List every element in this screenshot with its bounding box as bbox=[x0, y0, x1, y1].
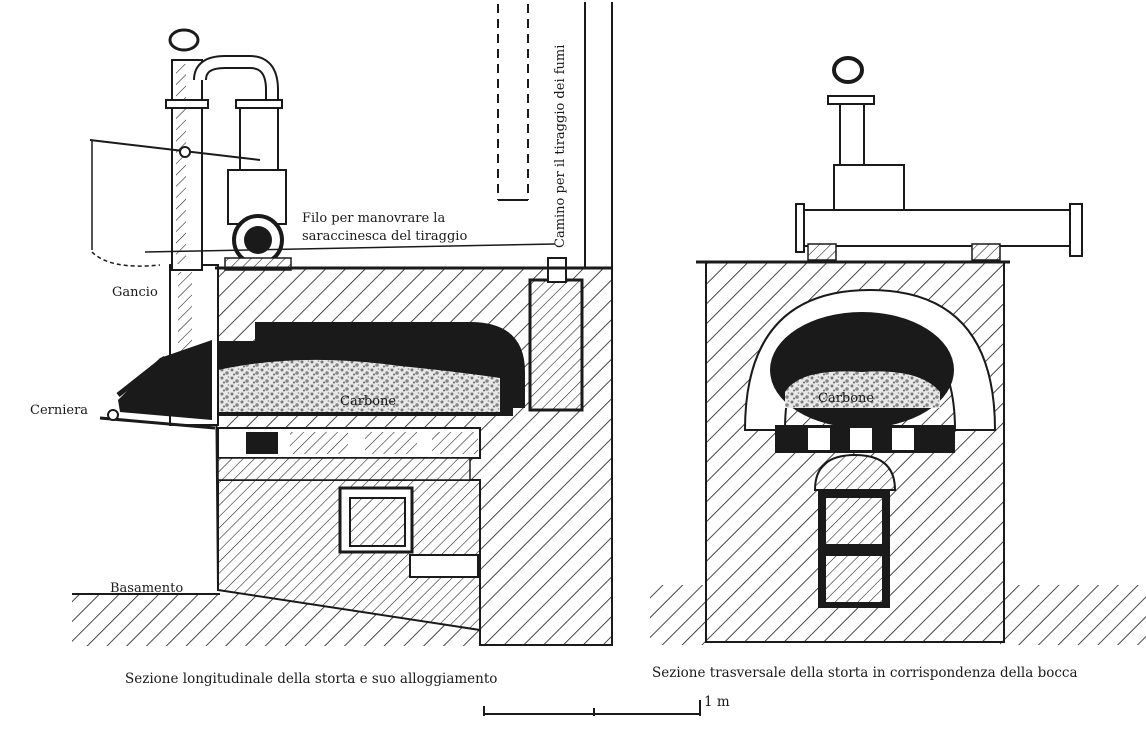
door bbox=[118, 340, 212, 420]
coal-charge-right bbox=[785, 371, 940, 408]
label-basamento: Basamento bbox=[110, 581, 183, 596]
retort-oval bbox=[770, 312, 954, 428]
control-wire bbox=[144, 243, 556, 253]
label-cerniera: Cerniera bbox=[30, 403, 88, 418]
scale-label: 1 m bbox=[704, 694, 730, 710]
lever bbox=[89, 139, 261, 161]
label-camino: Camino per il tiraggio dei fumi bbox=[553, 45, 568, 248]
caption-transverse: Sezione trasversale della storta in corr… bbox=[652, 665, 1078, 681]
coal-charge-left bbox=[218, 359, 500, 412]
label-carbone-right: Carbone bbox=[818, 391, 874, 406]
flue-uptake bbox=[528, 278, 584, 412]
scale-bar: 1 m bbox=[483, 694, 730, 716]
label-gancio: Gancio bbox=[112, 285, 158, 300]
longitudinal-section bbox=[72, 2, 613, 646]
label-carbone-left: Carbone bbox=[340, 394, 396, 409]
transverse-section bbox=[650, 56, 1146, 645]
label-filo-2: saraccinesca del tiraggio bbox=[302, 229, 467, 244]
caption-longitudinal: Sezione longitudinale della storta e suo… bbox=[125, 671, 497, 687]
label-filo-1: Filo per manovrare la bbox=[302, 211, 445, 226]
top-fittings bbox=[799, 209, 1076, 247]
